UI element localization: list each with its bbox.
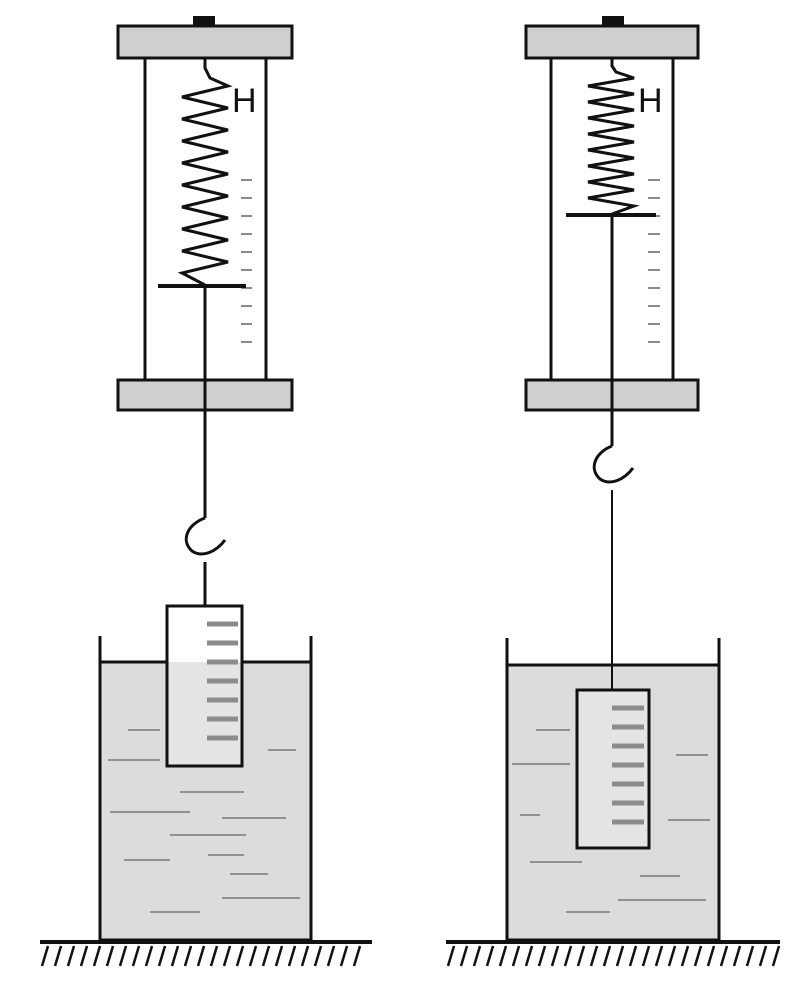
left-block-marks [207,621,238,741]
ground-hatch-mark [274,945,284,967]
ground-hatch-mark [732,945,742,967]
right-hook [592,444,635,484]
left-block [165,604,244,768]
left-ground [40,940,372,967]
ground-hatch-mark [602,945,612,967]
ground-hatch-mark [131,945,141,967]
right-spring-label: H [638,82,663,120]
ground-hatch-mark [79,945,89,967]
left-water-ripples [108,729,300,913]
ground-hatch-mark [771,945,781,967]
right-block [575,688,651,850]
ground-hatch-mark [157,945,167,967]
ground-hatch-mark [589,945,599,967]
ground-hatch-mark [472,945,482,967]
ground-hatch-mark [498,945,508,967]
right-apparatus: H [446,16,781,967]
ground-hatch-mark [628,945,638,967]
right-water-ripples [512,729,710,913]
ground-hatch-mark [144,945,154,967]
ground-hatch-mark [313,945,323,967]
ground-hatch-mark [524,945,534,967]
ground-hatch-mark [287,945,297,967]
ground-hatch-mark [105,945,115,967]
left-top-knob [193,16,215,26]
right-top-knob [602,16,624,26]
ground-hatch-mark [615,945,625,967]
right-scale-marks [648,179,660,343]
ground-hatch-mark [680,945,690,967]
right-ground [446,940,781,967]
left-spring-label: H [232,82,257,120]
ground-hatch-mark [758,945,768,967]
ground-hatch-mark [511,945,521,967]
left-top-plate [116,24,294,60]
ground-hatch-mark [66,945,76,967]
ground-hatch-mark [53,945,63,967]
ground-hatch-mark [550,945,560,967]
ground-hatch-mark [537,945,547,967]
left-scale-marks [241,179,252,343]
ground-hatch-mark [446,945,456,967]
ground-hatch-mark [235,945,245,967]
ground-hatch-mark [326,945,336,967]
ground-hatch-mark [300,945,310,967]
right-top-plate [524,24,700,60]
ground-hatch-mark [40,945,50,967]
ground-hatch-mark [459,945,469,967]
ground-hatch-mark [170,945,180,967]
left-hook [184,516,227,556]
ground-hatch-mark [485,945,495,967]
right-block-marks [612,705,644,825]
ground-hatch-mark [352,945,362,967]
left-spring [177,58,233,287]
ground-hatch-mark [222,945,232,967]
left-apparatus: H [40,16,372,967]
ground-hatch-mark [339,945,349,967]
ground-hatch-mark [654,945,664,967]
ground-hatch-mark [209,945,219,967]
ground-hatch-mark [693,945,703,967]
ground-hatch-mark [641,945,651,967]
ground-hatch-mark [576,945,586,967]
ground-hatch-mark [248,945,258,967]
ground-hatch-mark [118,945,128,967]
ground-hatch-mark [261,945,271,967]
ground-hatch-mark [719,945,729,967]
ground-hatch-mark [196,945,206,967]
ground-hatch-mark [183,945,193,967]
ground-hatch-mark [667,945,677,967]
right-spring [587,58,640,216]
ground-hatch-mark [563,945,573,967]
ground-hatch-mark [745,945,755,967]
ground-hatch-mark [92,945,102,967]
ground-hatch-mark [706,945,716,967]
